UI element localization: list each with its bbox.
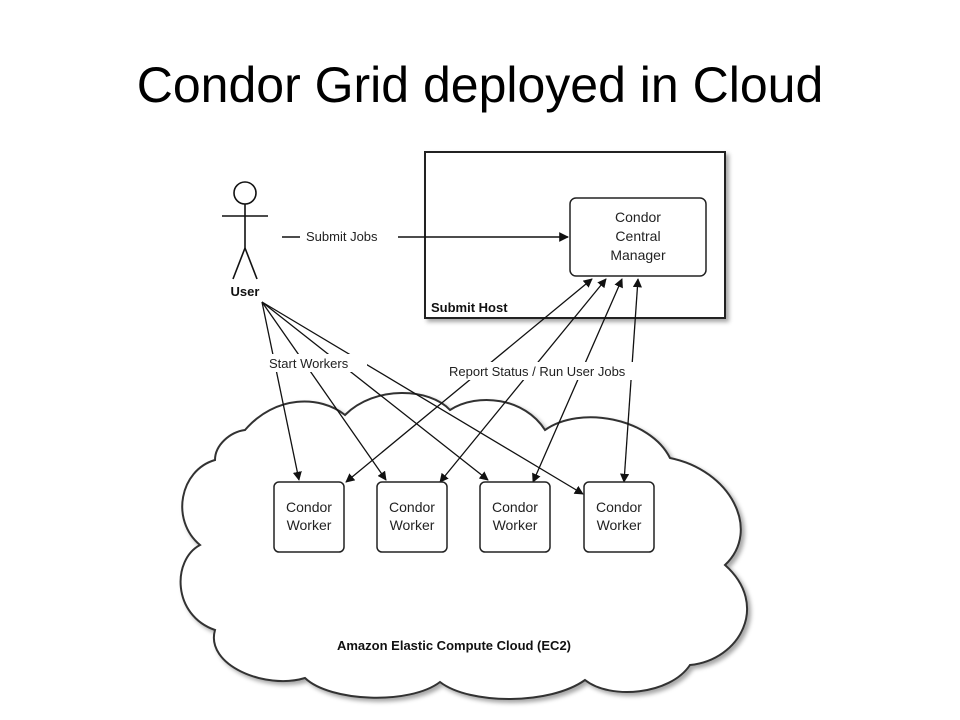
- worker-4-line-1: Condor: [596, 499, 642, 515]
- worker-1-line-1: Condor: [286, 499, 332, 515]
- worker-node: Condor Worker: [479, 481, 551, 553]
- report-status-arrow-4: [620, 278, 642, 483]
- ec2-cloud-shape: [179, 392, 749, 700]
- submit-jobs-label: Submit Jobs: [306, 229, 378, 244]
- central-manager-box: [569, 197, 707, 277]
- start-workers-label: Start Workers: [269, 356, 349, 371]
- report-status-arrow-3: [532, 278, 623, 483]
- worker-3-line-2: Worker: [493, 517, 538, 533]
- worker-3-line-1: Condor: [492, 499, 538, 515]
- central-manager-line-2: Central: [615, 228, 660, 244]
- user-label: User: [231, 284, 260, 299]
- start-worker-arrow-1: [261, 301, 302, 481]
- worker-2-line-1: Condor: [389, 499, 435, 515]
- worker-node: Condor Worker: [273, 481, 345, 553]
- report-status-arrows: [345, 278, 642, 483]
- cloud-label: Amazon Elastic Compute Cloud (EC2): [337, 638, 571, 653]
- report-status-label-bg: [447, 362, 661, 380]
- slide-title: Condor Grid deployed in Cloud: [136, 57, 824, 113]
- worker-2-line-2: Worker: [390, 517, 435, 533]
- user-actor-icon: [222, 181, 268, 280]
- report-status-label: Report Status / Run User Jobs: [449, 364, 626, 379]
- submit-host-label: Submit Host: [431, 300, 508, 315]
- worker-node: Condor Worker: [376, 481, 448, 553]
- worker-4-line-2: Worker: [597, 517, 642, 533]
- start-workers-label-bg: [267, 354, 367, 372]
- worker-1-line-2: Worker: [287, 517, 332, 533]
- central-manager-line-3: Manager: [610, 247, 666, 263]
- worker-node: Condor Worker: [583, 481, 655, 553]
- central-manager-line-1: Condor: [615, 209, 661, 225]
